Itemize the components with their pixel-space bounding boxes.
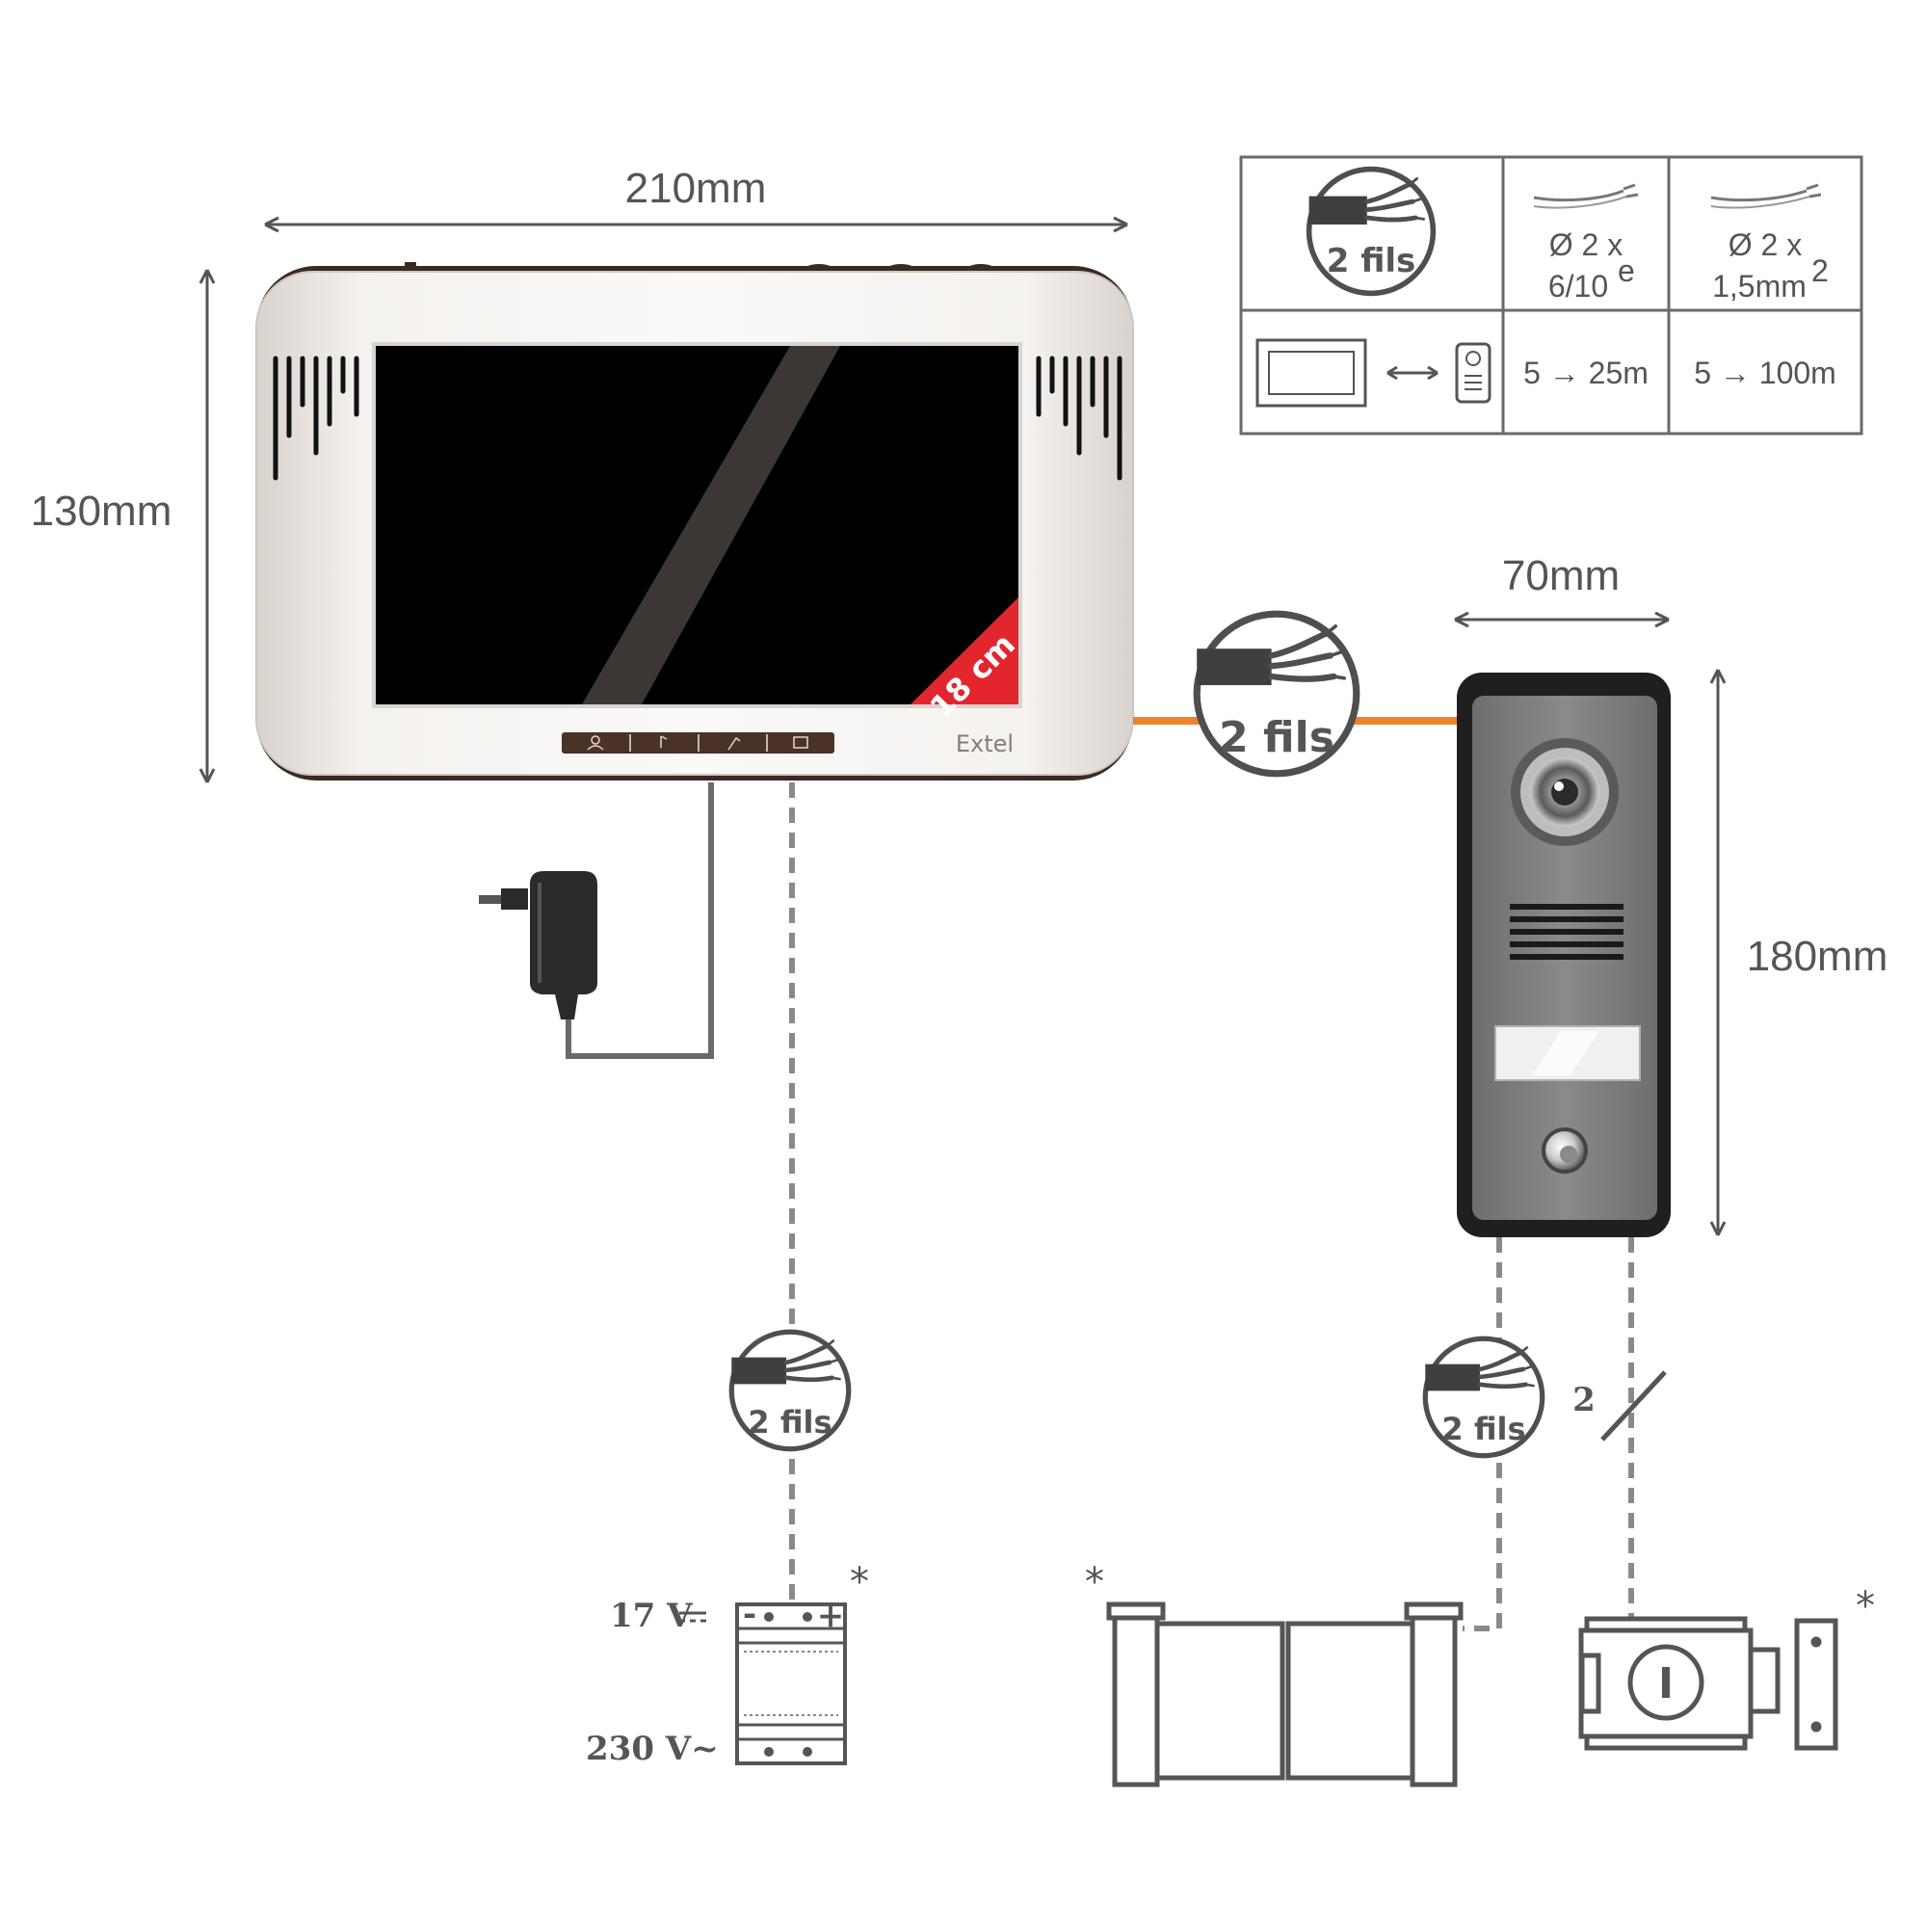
speaker-grille-left xyxy=(273,356,359,481)
output-voltage: 17 V xyxy=(610,1597,693,1635)
mini-monitor-icon xyxy=(1255,338,1367,408)
gate-optional-marker: * xyxy=(1085,1560,1104,1604)
dc-symbol-icon xyxy=(679,1611,706,1623)
user-icon xyxy=(591,735,600,745)
screen-reflection xyxy=(582,346,840,704)
monitor-height-label: 130mm xyxy=(31,488,172,535)
terminal-plus: + xyxy=(817,1597,845,1635)
gate-wire-label: 2 fils xyxy=(1441,1411,1525,1447)
cable-table: 2 fils Ø 2 x 6/10 e Ø 2 x 1,5mm 2 xyxy=(1239,155,1863,436)
monitor-control-bar xyxy=(562,732,834,754)
doorbell-width-label: 70mm xyxy=(1502,552,1620,599)
cable-thick-section-sup: 2 xyxy=(1811,253,1829,288)
monitor-width-dimension: 210mm xyxy=(264,165,1128,233)
cable-thick-distance: 5 → 100m xyxy=(1694,356,1836,390)
cable-thin-section-sup: e xyxy=(1618,253,1635,288)
thin-wire-icon xyxy=(1533,183,1639,209)
monitor-doorbell-cable: 2 fils xyxy=(1133,614,1457,774)
monitor-height-dimension: 130mm xyxy=(31,269,216,783)
outdoor-doorbell-panel xyxy=(1457,673,1671,1237)
lock-optional-marker: * xyxy=(1856,1584,1875,1628)
cable-thin-diameter: Ø 2 x xyxy=(1549,227,1623,262)
thick-wire-icon xyxy=(1710,183,1822,209)
indoor-monitor: 18 cm xyxy=(255,262,1134,781)
lock-wire-count-marker: 2 xyxy=(1572,1370,1667,1442)
cable-thin-section: 6/10 xyxy=(1548,269,1608,304)
cable-table-wire-label: 2 fils xyxy=(1327,242,1416,280)
screen-size-badge xyxy=(911,597,1018,704)
din-power-supply: - + 17 V 230 V~ * xyxy=(586,1560,869,1768)
cable-thick-diameter: Ø 2 x xyxy=(1729,227,1802,262)
key-icon xyxy=(727,736,741,751)
input-voltage: 230 V~ xyxy=(586,1730,719,1768)
cable-thick-section: 1,5mm xyxy=(1712,269,1807,304)
power-adapter xyxy=(479,782,714,1059)
double-arrow-icon xyxy=(1386,365,1439,381)
lock-wire-count: 2 xyxy=(1572,1381,1596,1419)
adapter-body xyxy=(530,871,597,994)
power-wire-label: 2 fils xyxy=(748,1404,832,1441)
camera-lens xyxy=(1511,738,1619,846)
doorbell-width-dimension: 70mm xyxy=(1454,552,1670,628)
monitor-brand: Extel xyxy=(956,730,1014,757)
motorized-gate: * xyxy=(1085,1560,1464,1787)
main-wire-label: 2 fils xyxy=(1219,713,1334,762)
monitor-width-label: 210mm xyxy=(625,165,767,212)
speaker-grille-right xyxy=(1036,356,1122,481)
doorbell-height-label: 180mm xyxy=(1747,933,1888,980)
call-button xyxy=(1542,1127,1588,1174)
terminal-minus: - xyxy=(743,1595,756,1633)
cable-thin-distance: 5 → 25m xyxy=(1523,356,1649,390)
name-plate xyxy=(1494,1025,1641,1081)
music-note-icon xyxy=(660,735,668,748)
doorbell-speaker-grille xyxy=(1510,904,1623,960)
doorbell-height-dimension: 180mm xyxy=(1709,669,1888,1236)
power-supply-optional-marker: * xyxy=(850,1560,869,1604)
menu-icon xyxy=(793,736,808,749)
electric-lock: * xyxy=(1578,1584,1875,1751)
mini-doorbell-icon xyxy=(1455,342,1491,404)
